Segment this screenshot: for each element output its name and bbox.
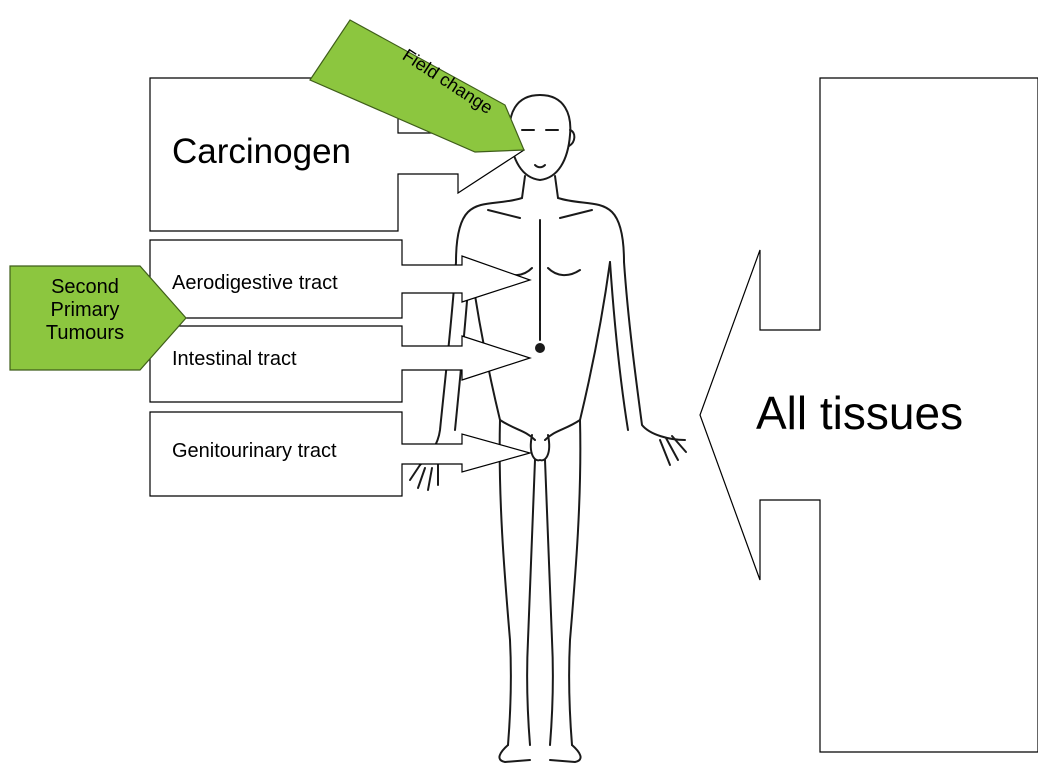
second-primary-line-3: Tumours (10, 322, 160, 345)
all-tissues-label: All tissues (756, 388, 963, 439)
second-primary-line-2: Primary (10, 299, 160, 322)
second-primary-line-1: Second (10, 276, 160, 299)
carcinogen-label: Carcinogen (172, 133, 351, 172)
aerodigestive-tract-label: Aerodigestive tract (172, 272, 338, 294)
human-body-figure (410, 95, 686, 762)
second-primary-tumours-label: Second Primary Tumours (10, 276, 160, 345)
genitourinary-tract-label: Genitourinary tract (172, 440, 337, 462)
intestinal-tract-label: Intestinal tract (172, 348, 297, 370)
